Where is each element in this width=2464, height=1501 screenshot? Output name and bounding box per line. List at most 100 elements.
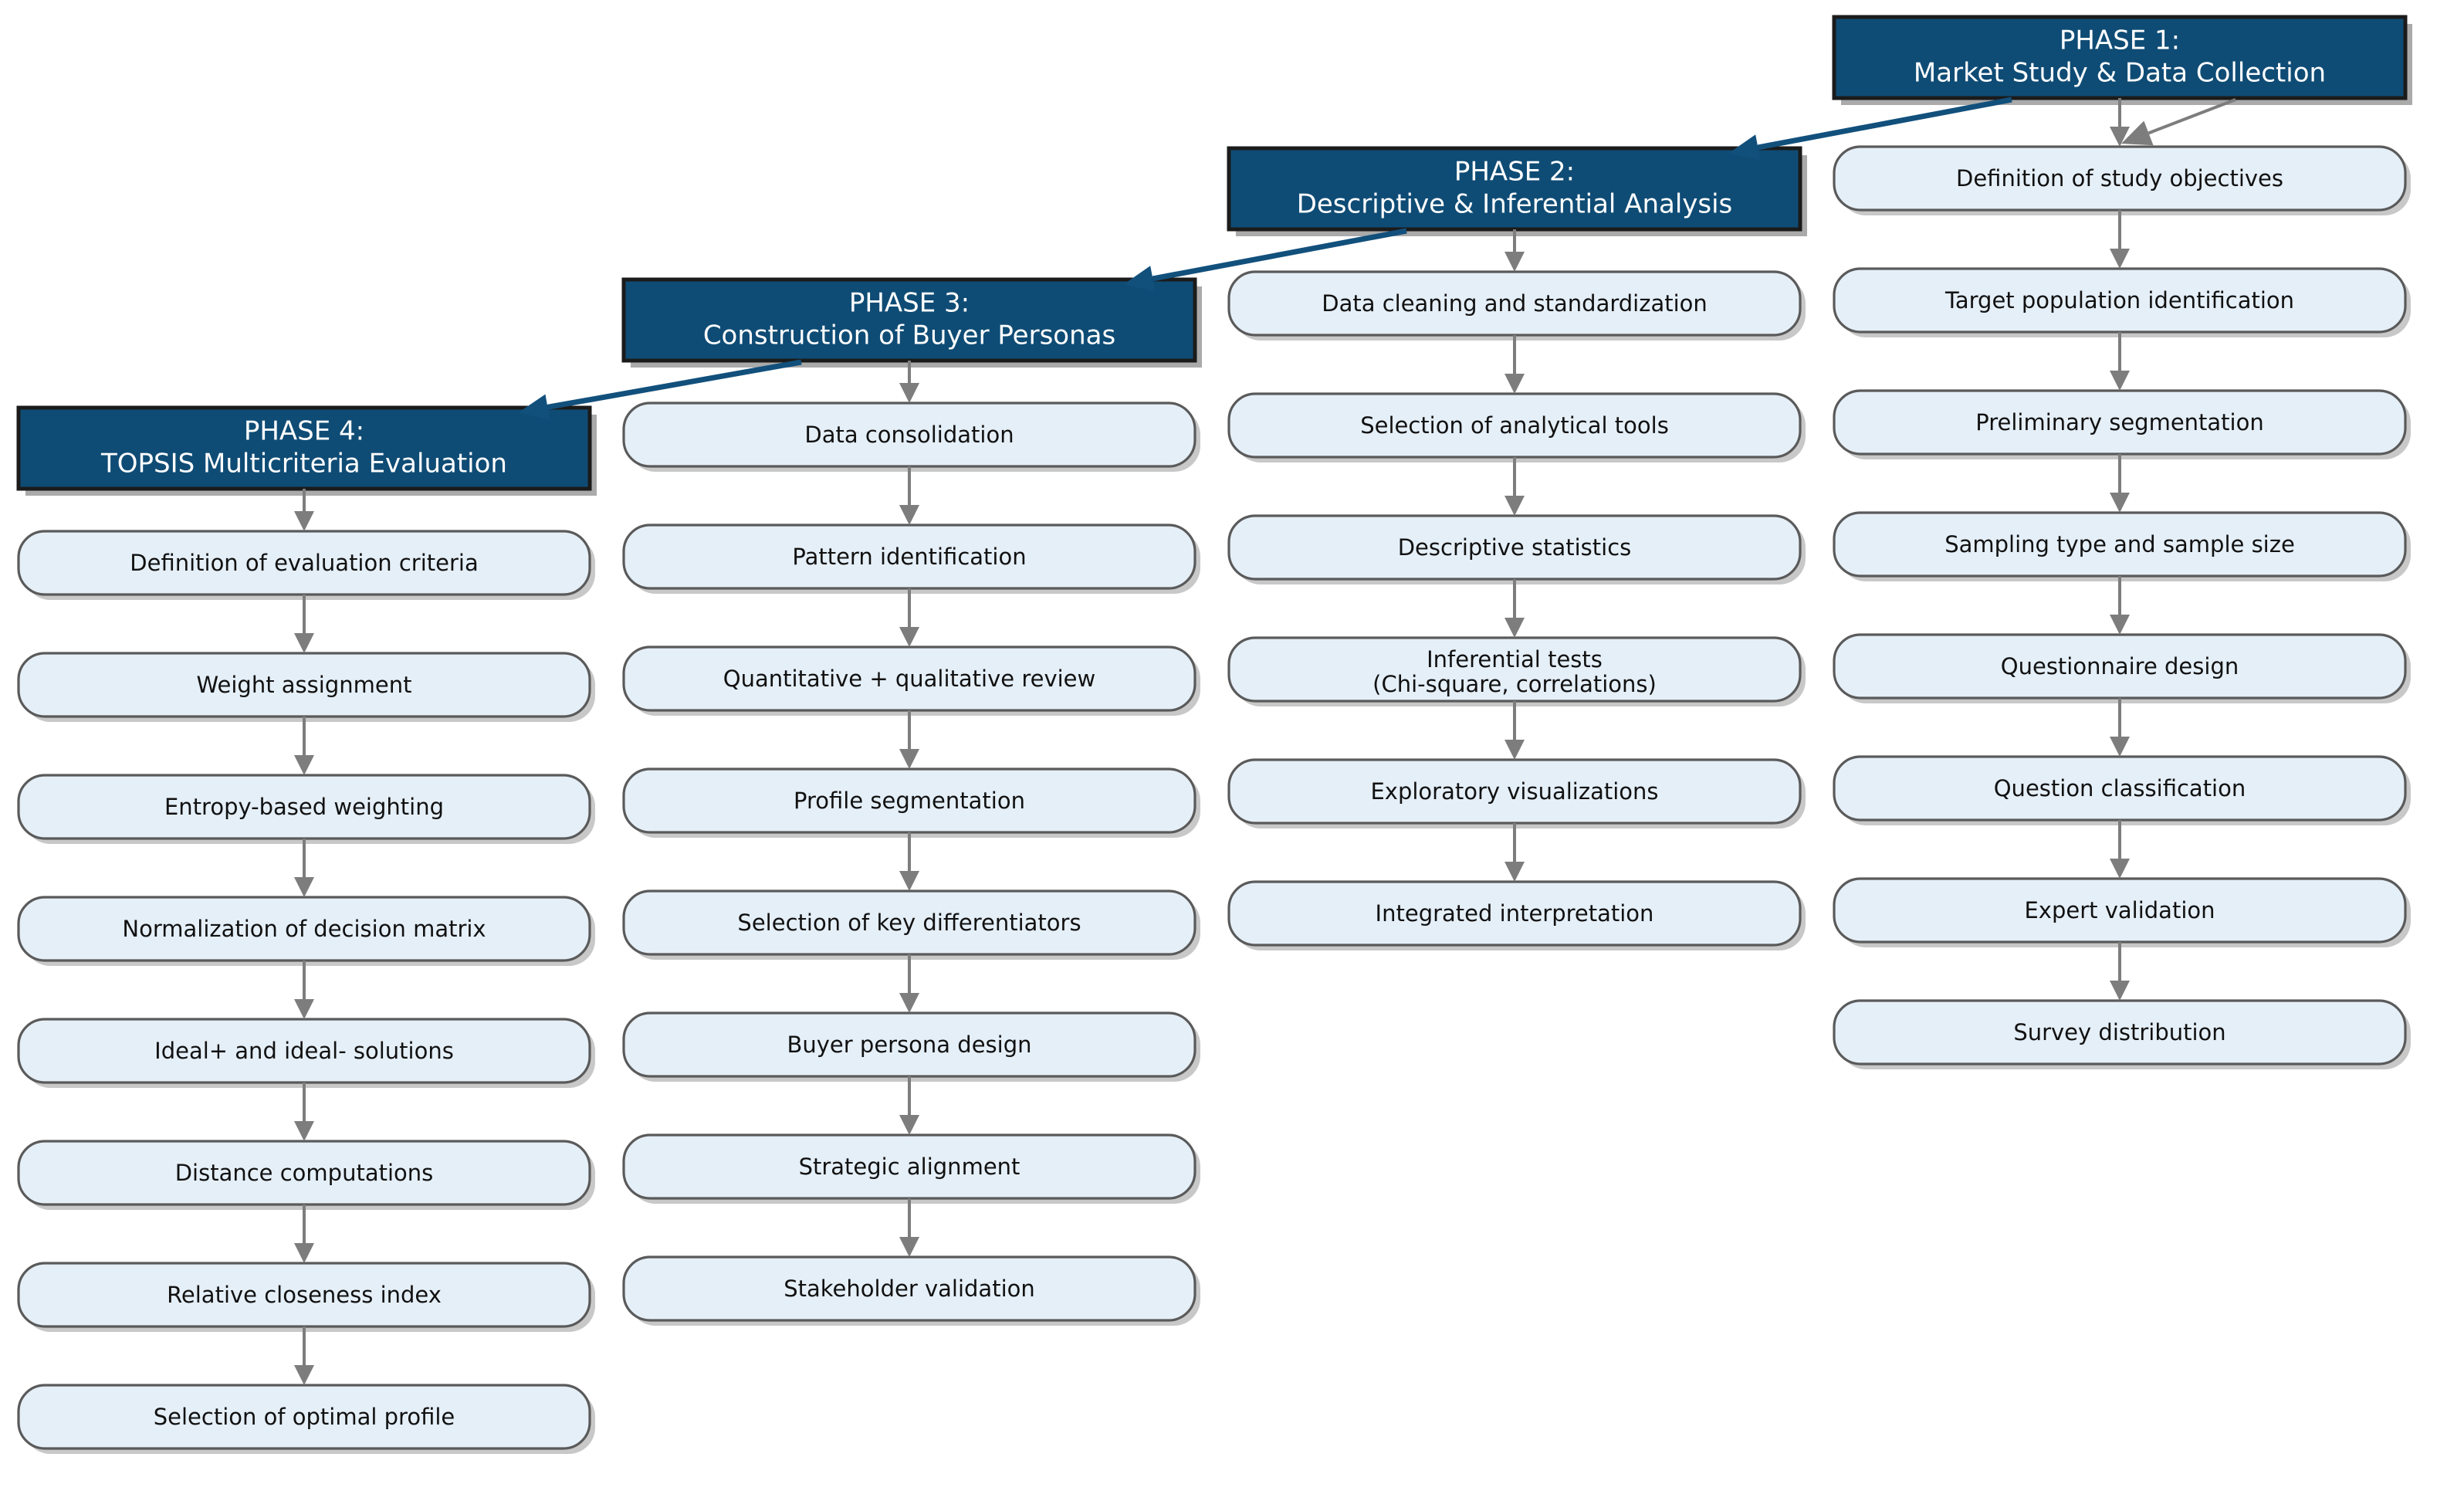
connector-phase-2-header-to-step-1 <box>1504 229 1525 272</box>
process-node-label: Questionnaire design <box>2001 653 2239 679</box>
phase-transition-arrow-2 <box>1124 228 1407 292</box>
phase-header-box[interactable] <box>1832 15 2408 100</box>
phase-header-box[interactable] <box>621 277 1197 363</box>
connector-phase-3-step-2-to-3 <box>899 588 919 647</box>
connector-phase-2-step-5-to-6 <box>1504 823 1525 882</box>
process-node[interactable]: Integrated interpretation <box>1227 880 1806 950</box>
connector-phase-1-step-4-to-5 <box>2110 576 2130 635</box>
connector-phase-1-step-3-to-4 <box>2110 454 2130 513</box>
phase-column-phase-1: PHASE 1:Market Study & Data CollectionDe… <box>1832 15 2412 1069</box>
process-node[interactable]: Question classification <box>1833 755 2411 825</box>
phase-transition-arrow-3 <box>519 359 802 421</box>
process-node-label: Selection of key differentiators <box>737 910 1081 936</box>
process-node[interactable]: Buyer persona design <box>622 1011 1200 1082</box>
connector-phase-3-step-7-to-8 <box>899 1198 919 1257</box>
connector-phase-4-step-7-to-8 <box>294 1327 314 1385</box>
process-node[interactable]: Data consolidation <box>622 402 1200 472</box>
phase-header-line1: PHASE 1: <box>2060 25 2180 56</box>
process-node[interactable]: Selection of analytical tools <box>1227 392 1806 462</box>
connector-phase-1-step-6-to-7 <box>2110 820 2130 879</box>
process-node[interactable]: Pattern identification <box>622 523 1200 594</box>
process-node[interactable]: Target population identification <box>1833 267 2411 337</box>
process-node-label: Buyer persona design <box>787 1032 1031 1058</box>
connector-phase-1-step-5-to-6 <box>2110 698 2130 757</box>
process-node[interactable]: Profile segmentation <box>622 767 1200 838</box>
process-node-label: Relative closeness index <box>167 1282 442 1308</box>
phase-column-phase-2: PHASE 2:Descriptive & Inferential Analys… <box>1227 146 1807 950</box>
phase-header-box[interactable] <box>16 405 592 491</box>
process-node-label: Stakeholder validation <box>784 1276 1035 1302</box>
process-node-label: Ideal+ and ideal- solutions <box>154 1038 454 1064</box>
process-node-label: Pattern identification <box>792 544 1026 570</box>
connector-phase-2-step-2-to-3 <box>1504 457 1525 516</box>
connector-phase-3-step-1-to-2 <box>899 466 919 525</box>
connector-phase-3-header-to-step-1 <box>899 361 919 403</box>
process-node[interactable]: Relative closeness index <box>17 1262 595 1332</box>
process-node-label: Entropy-based weighting <box>164 794 444 820</box>
process-node[interactable]: Expert validation <box>1833 877 2411 947</box>
process-node-label: Inferential tests <box>1427 646 1603 673</box>
process-node-label: Quantitative + qualitative review <box>723 666 1095 692</box>
phase-transition-arrow-1 <box>1729 97 2012 161</box>
process-node-label: Sampling type and sample size <box>1944 531 2295 557</box>
process-node-label: Profile segmentation <box>794 788 1025 814</box>
process-node[interactable]: Quantitative + qualitative review <box>622 645 1200 716</box>
phase-header-phase-2[interactable]: PHASE 2:Descriptive & Inferential Analys… <box>1227 146 1807 236</box>
process-node-label: Data consolidation <box>804 422 1014 448</box>
phase-header-phase-4[interactable]: PHASE 4:TOPSIS Multicriteria Evaluation <box>16 405 597 496</box>
process-node-label: Selection of optimal profile <box>154 1404 455 1430</box>
process-node[interactable]: Survey distribution <box>1833 999 2411 1069</box>
process-node-label: Descriptive statistics <box>1398 534 1632 561</box>
phase-header-line2: TOPSIS Multicriteria Evaluation <box>100 449 507 479</box>
process-node[interactable]: Definition of evaluation criteria <box>17 530 595 600</box>
process-node[interactable]: Exploratory visualizations <box>1227 758 1806 828</box>
connector-phase-1-step-1-to-2 <box>2110 210 2130 269</box>
connector-phase-3-step-6-to-7 <box>899 1076 919 1135</box>
connector-phase-4-step-5-to-6 <box>294 1083 314 1141</box>
process-node-label: Normalization of decision matrix <box>122 916 486 942</box>
process-node[interactable]: Inferential tests(Chi-square, correlatio… <box>1227 636 1806 706</box>
process-node[interactable]: Sampling type and sample size <box>1833 511 2411 581</box>
process-node[interactable]: Normalization of decision matrix <box>17 896 595 966</box>
process-node[interactable]: Entropy-based weighting <box>17 774 595 844</box>
process-node-label: Integrated interpretation <box>1376 900 1654 927</box>
phase-header-phase-1[interactable]: PHASE 1:Market Study & Data Collection <box>1832 15 2412 105</box>
phase-header-line1: PHASE 3: <box>849 288 970 319</box>
connector-phase-3-step-3-to-4 <box>899 710 919 769</box>
process-node[interactable]: Weight assignment <box>17 652 595 722</box>
process-node-label: Preliminary segmentation <box>1975 409 2264 435</box>
phase-header-line2: Descriptive & Inferential Analysis <box>1297 189 1733 220</box>
process-node[interactable]: Ideal+ and ideal- solutions <box>17 1018 595 1088</box>
process-node[interactable]: Definition of study objectives <box>1833 145 2411 215</box>
connector-phase-4-header-to-step-1 <box>294 489 314 531</box>
process-node[interactable]: Stakeholder validation <box>622 1255 1200 1326</box>
phase-header-phase-3[interactable]: PHASE 3:Construction of Buyer Personas <box>621 277 1202 368</box>
connector-phase-2-step-1-to-2 <box>1504 335 1525 394</box>
connector-phase-2-step-4-to-5 <box>1504 701 1525 760</box>
phase-column-phase-3: PHASE 3:Construction of Buyer PersonasDa… <box>621 277 1202 1326</box>
connector-phase-1-to-first-step <box>2121 98 2236 146</box>
connector-phase-1-header-to-step-1 <box>2110 98 2130 147</box>
process-node-label: Exploratory visualizations <box>1370 778 1658 805</box>
process-node[interactable]: Data cleaning and standardization <box>1227 270 1806 341</box>
process-node[interactable]: Distance computations <box>17 1140 595 1210</box>
process-node-label: Survey distribution <box>2013 1019 2225 1045</box>
process-node[interactable]: Selection of optimal profile <box>17 1384 595 1454</box>
process-node[interactable]: Preliminary segmentation <box>1833 389 2411 459</box>
phase-header-line1: PHASE 2: <box>1454 157 1575 188</box>
process-node-label: Data cleaning and standardization <box>1322 290 1708 317</box>
process-node[interactable]: Strategic alignment <box>622 1133 1200 1204</box>
connector-phase-3-step-5-to-6 <box>899 954 919 1013</box>
connector-phase-1-step-2-to-3 <box>2110 332 2130 391</box>
phase-header-box[interactable] <box>1227 146 1802 232</box>
process-node[interactable]: Selection of key differentiators <box>622 889 1200 960</box>
process-node[interactable]: Questionnaire design <box>1833 633 2411 703</box>
process-node-label: Definition of study objectives <box>1956 165 2283 191</box>
process-node-label: Expert validation <box>2024 897 2215 923</box>
phase-column-phase-4: PHASE 4:TOPSIS Multicriteria EvaluationD… <box>16 405 597 1454</box>
process-node-label: Distance computations <box>175 1160 434 1186</box>
process-node[interactable]: Descriptive statistics <box>1227 514 1806 584</box>
connector-phase-2-step-3-to-4 <box>1504 579 1525 638</box>
